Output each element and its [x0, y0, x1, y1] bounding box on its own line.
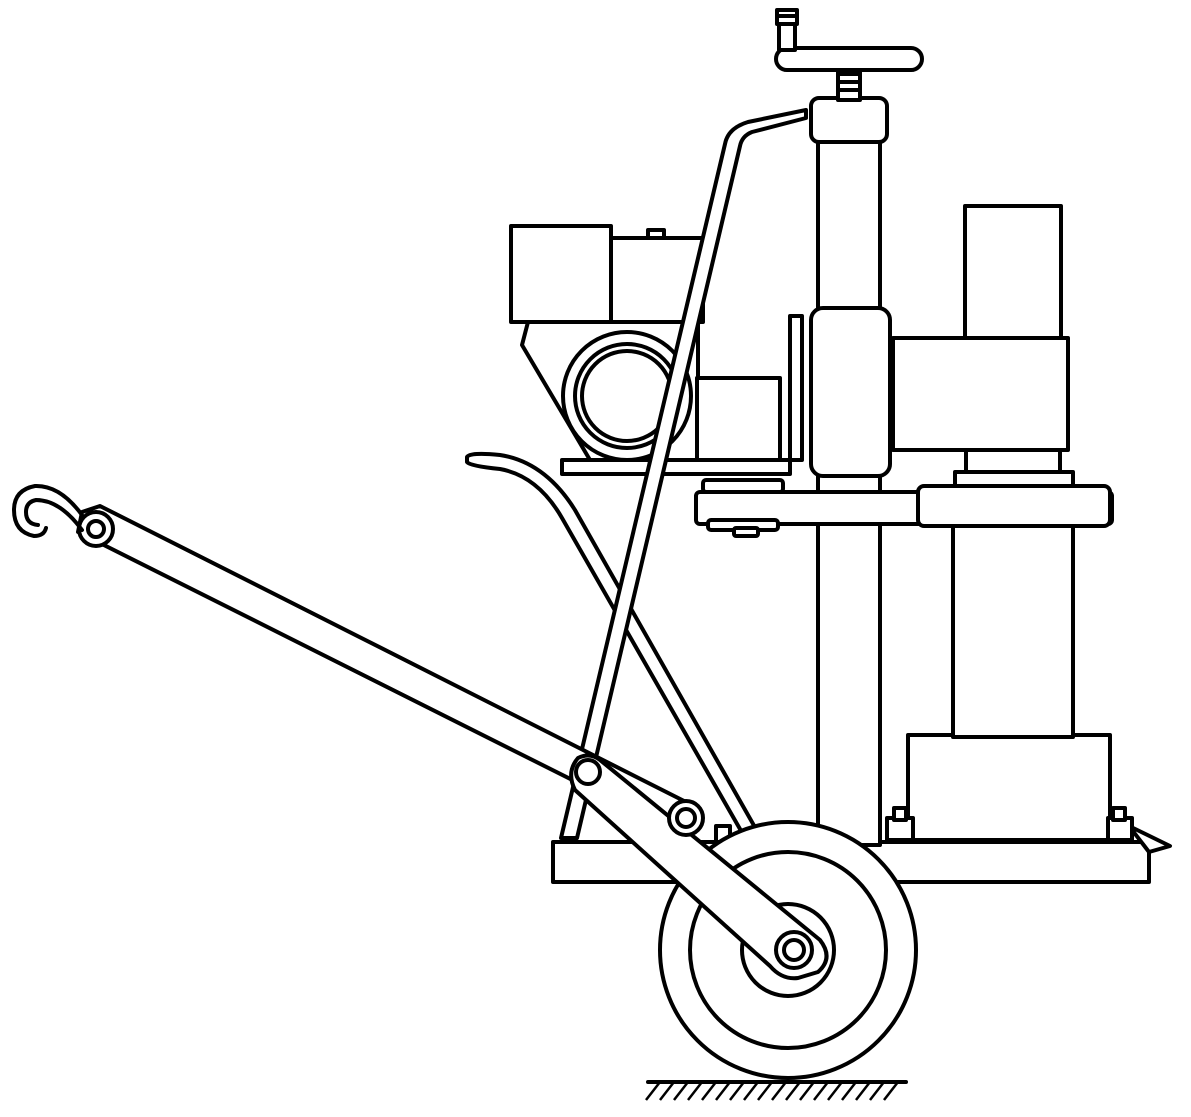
- motor-housing: [891, 336, 1070, 452]
- column-top-collar: [809, 96, 889, 144]
- engine: [509, 224, 613, 324]
- handwheel: [774, 46, 924, 72]
- hatch-stroke: [757, 1081, 773, 1101]
- hatch-stroke: [701, 1081, 717, 1101]
- drive-belt: [694, 478, 1114, 538]
- ground-hatch: [645, 1080, 908, 1101]
- handwheel-knob: [775, 8, 799, 52]
- motor-neck: [964, 448, 1062, 474]
- hatch-stroke: [799, 1081, 815, 1101]
- column-clamp: [809, 306, 892, 478]
- hatch-stroke: [645, 1081, 661, 1101]
- pivot-pin: [574, 758, 814, 970]
- hatch-stroke: [841, 1081, 857, 1101]
- hatch-stroke: [827, 1081, 843, 1101]
- link-arm: [569, 753, 829, 981]
- hatch-stroke: [687, 1081, 703, 1101]
- fuel-cap: [646, 228, 666, 240]
- hatch-stroke: [785, 1081, 801, 1101]
- hook: [12, 483, 84, 538]
- motor: [963, 204, 1063, 342]
- hatch-stroke: [771, 1081, 787, 1101]
- hook-inner: [24, 498, 84, 532]
- drill-barrel: [951, 523, 1075, 739]
- motor-flange: [953, 470, 1075, 488]
- hatch-stroke: [729, 1081, 745, 1101]
- hatch-stroke: [659, 1081, 675, 1101]
- hatch-stroke: [715, 1081, 731, 1101]
- hatch-stroke: [869, 1081, 885, 1101]
- hatch-stroke: [883, 1081, 899, 1101]
- hatch-stroke: [743, 1081, 759, 1101]
- hatch-stroke: [855, 1081, 871, 1101]
- lower-housing: [906, 733, 1112, 842]
- engine-mount: [560, 314, 804, 476]
- hatch-stroke: [813, 1081, 829, 1101]
- gear-box: [695, 376, 782, 462]
- base-plate-tip: [1127, 824, 1172, 854]
- hatch-stroke: [673, 1081, 689, 1101]
